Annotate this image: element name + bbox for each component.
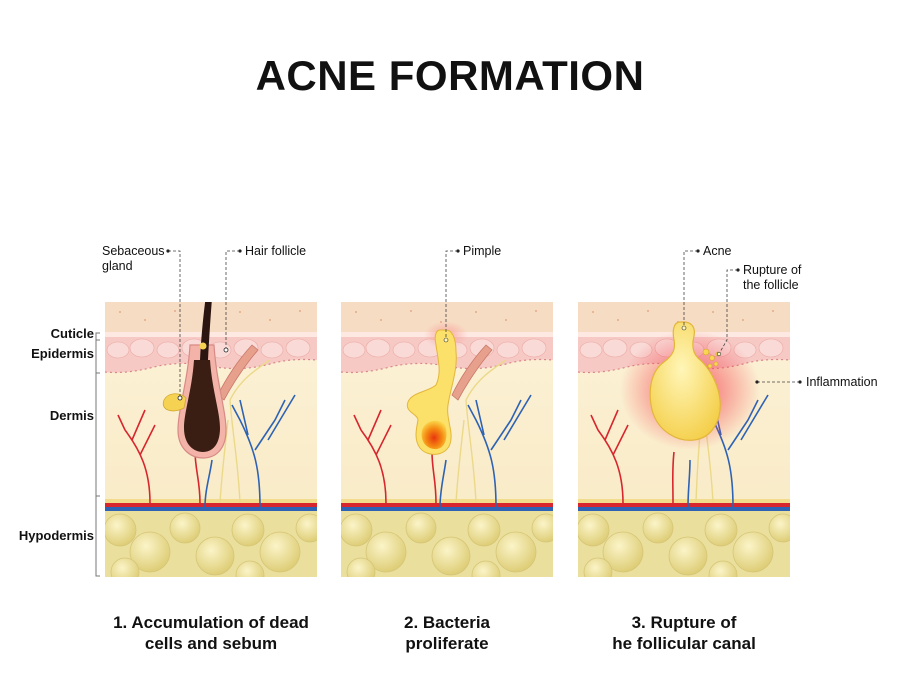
layer-label-epidermis: Epidermis <box>31 346 94 361</box>
label-rupture-of-follicle: Rupture of the follicle <box>743 263 801 293</box>
label-rupture-line2: the follicle <box>743 278 799 292</box>
leader-lines <box>168 250 800 398</box>
label-sebaceous-line1: Sebaceous <box>102 244 165 258</box>
label-rupture-line1: Rupture of <box>743 263 802 277</box>
stage-2-line2: proliferate <box>405 634 489 653</box>
skin-panel-1 <box>105 302 317 577</box>
stage-caption-2: 2. Bacteria proliferate <box>337 612 557 654</box>
skin-panel-2 <box>341 302 553 577</box>
target-dots <box>177 347 229 401</box>
label-hair-follicle: Hair follicle <box>245 244 307 258</box>
layer-bracket <box>95 332 100 577</box>
label-sebaceous-line2: gland <box>102 259 133 273</box>
stage-3-line1: 3. Rupture of <box>631 613 737 632</box>
stage-1-line1: 1. Accumulation of dead <box>113 613 309 632</box>
label-sebaceous-gland: Sebaceous gland <box>102 244 165 274</box>
stage-1-line2: cells and sebum <box>144 634 278 653</box>
leader-dots <box>166 249 802 384</box>
stage-3-line2: he follicular canal <box>612 634 756 653</box>
layer-label-cuticle: Cuticle <box>50 326 94 341</box>
layer-label-dermis: Dermis <box>49 408 94 423</box>
stage-2-line1: 2. Bacteria <box>404 613 490 632</box>
label-pimple: Pimple <box>463 244 502 258</box>
skin-panel-3 <box>578 302 790 577</box>
stage-caption-3: 3. Rupture of he follicular canal <box>574 612 794 654</box>
label-acne: Acne <box>703 244 732 258</box>
layer-label-hypodermis: Hypodermis <box>18 528 94 543</box>
label-inflammation: Inflammation <box>806 375 878 389</box>
stage-caption-1: 1. Accumulation of dead cells and sebum <box>100 612 322 654</box>
page-title: ACNE FORMATION <box>255 52 645 99</box>
